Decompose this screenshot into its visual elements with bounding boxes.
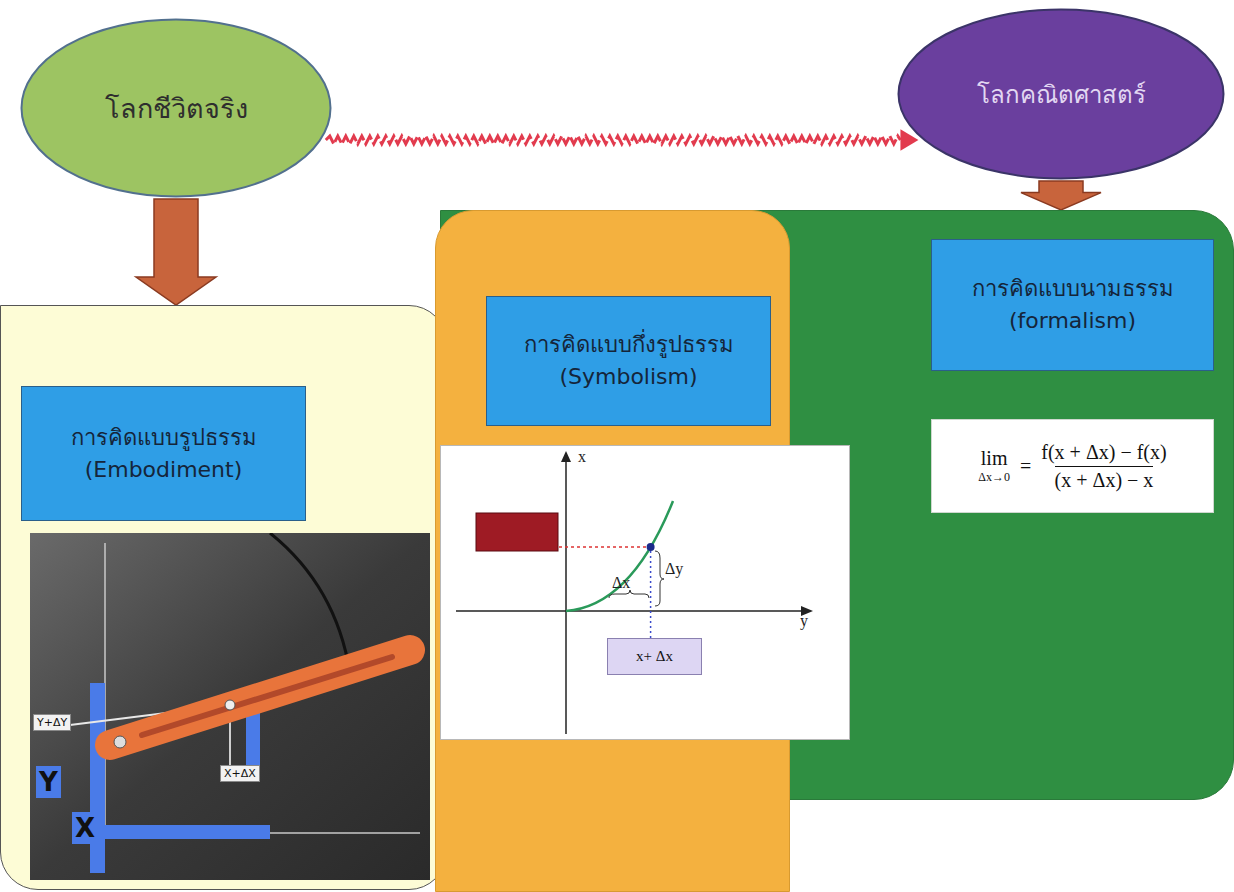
- photo-tag: Y+ΔY: [33, 714, 71, 731]
- stage-title: การคิดแบบกึ่งรูปธรรม (Symbolism): [499, 329, 758, 393]
- world-title: โลกคณิตศาสตร์: [977, 75, 1146, 114]
- axis-label: x: [578, 448, 586, 466]
- delta-label: Δy: [665, 560, 683, 578]
- graph-panel: [440, 445, 850, 740]
- numerator: f(x + Δx) − f(x): [1041, 441, 1166, 464]
- connector-line: [326, 136, 901, 144]
- connector-line: [1021, 181, 1101, 210]
- axis-letter: Y: [36, 766, 61, 798]
- limit-word: lim: [981, 447, 1008, 470]
- fraction: f(x + Δx) − f(x)(x + Δx) − x: [1041, 441, 1166, 492]
- limit-group: limΔx→0: [978, 447, 1010, 485]
- photo-tag: X+ΔX: [220, 765, 260, 782]
- connector-line: [136, 199, 216, 305]
- equals-sign: =: [1020, 455, 1031, 478]
- block-arrow: [1021, 181, 1101, 210]
- stage-box: การคิดแบบนามธรรม (formalism): [931, 239, 1214, 371]
- stage-box: การคิดแบบกึ่งรูปธรรม (Symbolism): [486, 296, 771, 426]
- axis-label: y: [800, 612, 808, 630]
- block-arrow: [136, 199, 216, 305]
- stage-box: การคิดแบบรูปธรรม (Embodiment): [21, 386, 306, 521]
- stage-title: การคิดแบบนามธรรม (formalism): [944, 273, 1201, 337]
- stage-title: การคิดแบบรูปธรรม (Embodiment): [34, 422, 293, 486]
- formula-box: limΔx→0 = f(x + Δx) − f(x)(x + Δx) − x: [931, 419, 1214, 513]
- function-graph: [441, 446, 849, 739]
- point-label: x+ Δx: [607, 638, 702, 675]
- delta-label: Δx: [612, 574, 630, 592]
- limit-subscript: Δx→0: [978, 470, 1010, 485]
- world-ellipse: โลกชีวิตจริง: [20, 18, 332, 198]
- world-ellipse: โลกคณิตศาสตร์: [897, 8, 1225, 180]
- axis-letter: X: [72, 812, 98, 844]
- dashed-arrow: [326, 129, 919, 151]
- denominator: (x + Δx) − x: [1055, 466, 1154, 492]
- world-title: โลกชีวิตจริง: [105, 87, 248, 130]
